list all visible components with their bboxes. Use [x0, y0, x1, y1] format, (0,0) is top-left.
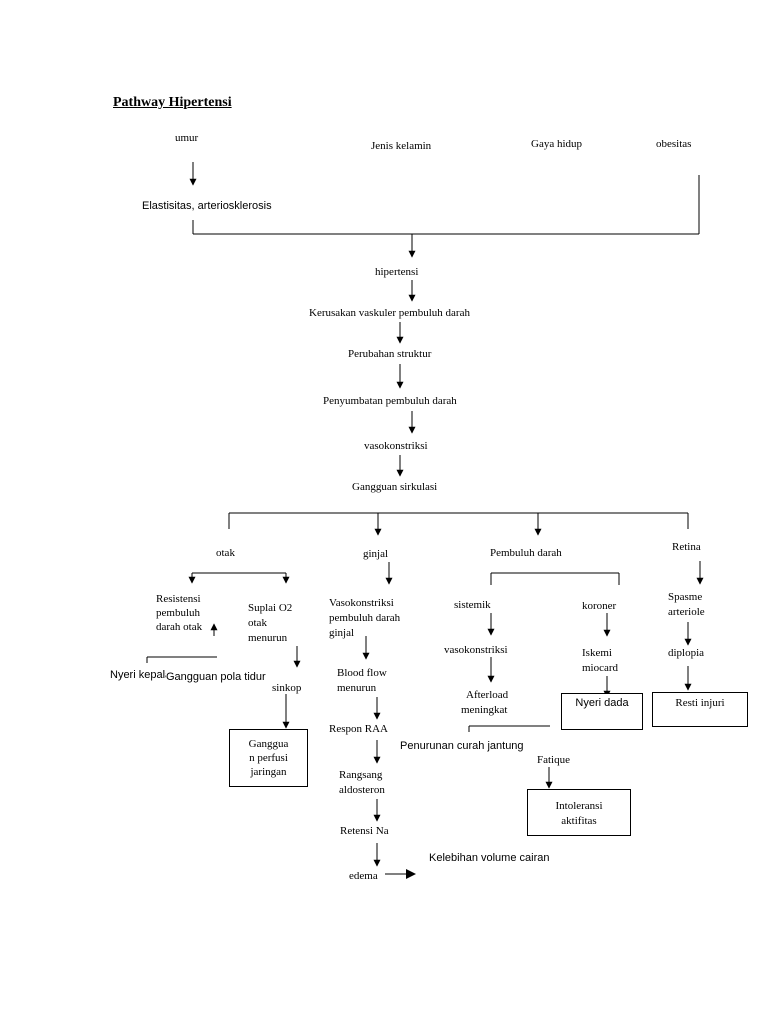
node-resistensi-line2: pembuluh: [156, 607, 200, 619]
node-suplai-line1: Suplai O2: [248, 602, 293, 614]
node-retensi-na: Retensi Na: [340, 825, 389, 837]
node-gangguan-sirkulasi: Gangguan sirkulasi: [352, 481, 438, 493]
box-intoleransi: Intoleransi aktifitas: [527, 789, 631, 836]
node-vaso-sistemik: vasokonstriksi: [444, 644, 508, 656]
node-gangguan-pola-tidur: Gangguan pola tidur: [166, 670, 266, 684]
node-sinkop: sinkop: [272, 682, 302, 694]
node-afterload-line2: meningkat: [461, 704, 508, 716]
node-sistemik: sistemik: [454, 599, 491, 611]
node-otak: otak: [216, 547, 235, 559]
node-obesitas: obesitas: [656, 138, 692, 150]
intoleransi-line1: Intoleransi: [555, 800, 603, 812]
nyeri-dada-label: Nyeri dada: [575, 697, 629, 709]
node-diplopia: diplopia: [668, 647, 705, 659]
node-vaso-ginjal-line3: ginjal: [329, 627, 355, 639]
node-resistensi-line1: Resistensi: [156, 593, 201, 605]
node-penurunan-curah: Penurunan curah jantung: [400, 740, 524, 752]
node-spasme-line2: arteriole: [668, 606, 705, 618]
node-iskemi-line2: miocard: [582, 662, 619, 674]
node-ginjal: ginjal: [363, 548, 389, 560]
node-elastisitas: Elastisitas, arteriosklerosis: [142, 200, 272, 212]
gangguan-perfusi-line3: jaringan: [250, 766, 287, 778]
node-vasokonstriksi: vasokonstriksi: [364, 440, 428, 452]
node-rangsang-line1: Rangsang: [339, 769, 383, 781]
node-spasme-line1: Spasme: [668, 591, 703, 603]
node-blood-flow-line2: menurun: [337, 682, 377, 694]
resti-injuri-label: Resti injuri: [675, 697, 725, 709]
node-rangsang-line2: aldosteron: [339, 784, 385, 796]
gangguan-perfusi-line1: Ganggua: [248, 738, 289, 750]
node-umur: umur: [175, 132, 199, 144]
node-respon-raa: Respon RAA: [329, 723, 388, 735]
node-suplai-line2: otak: [248, 617, 267, 629]
box-gangguan-perfusi: Ganggua n perfusi jaringan: [229, 729, 308, 787]
node-perubahan: Perubahan struktur: [348, 348, 432, 360]
node-penyumbatan: Penyumbatan pembuluh darah: [323, 395, 457, 407]
gangguan-perfusi-line2: n perfusi: [249, 752, 288, 764]
node-edema: edema: [349, 870, 378, 882]
node-hipertensi: hipertensi: [375, 266, 419, 278]
diagram-title: Pathway Hipertensi: [113, 95, 232, 110]
node-nyeri-kepala: Nyeri kepala: [110, 669, 172, 681]
node-jenis-kelamin: Jenis kelamin: [371, 140, 432, 152]
node-blood-flow-line1: Blood flow: [337, 667, 387, 679]
node-suplai-line3: menurun: [248, 632, 288, 644]
node-retina: Retina: [672, 541, 701, 553]
node-pembuluh-darah: Pembuluh darah: [490, 547, 562, 559]
node-vaso-ginjal-line1: Vasokonstriksi: [329, 597, 394, 609]
node-kerusakan: Kerusakan vaskuler pembuluh darah: [309, 307, 470, 319]
node-kelebihan-volume: Kelebihan volume cairan: [429, 852, 550, 864]
box-resti-injuri: Resti injuri: [652, 692, 748, 727]
box-nyeri-dada: Nyeri dada: [561, 693, 643, 730]
node-afterload-line1: Afterload: [466, 689, 509, 701]
intoleransi-line2: aktifitas: [561, 815, 597, 827]
node-gaya-hidup: Gaya hidup: [531, 138, 583, 150]
node-resistensi-line3: darah otak: [156, 621, 203, 633]
node-fatique: Fatique: [537, 754, 570, 766]
node-iskemi-line1: Iskemi: [582, 647, 612, 659]
node-koroner: koroner: [582, 600, 617, 612]
node-vaso-ginjal-line2: pembuluh darah: [329, 612, 401, 624]
